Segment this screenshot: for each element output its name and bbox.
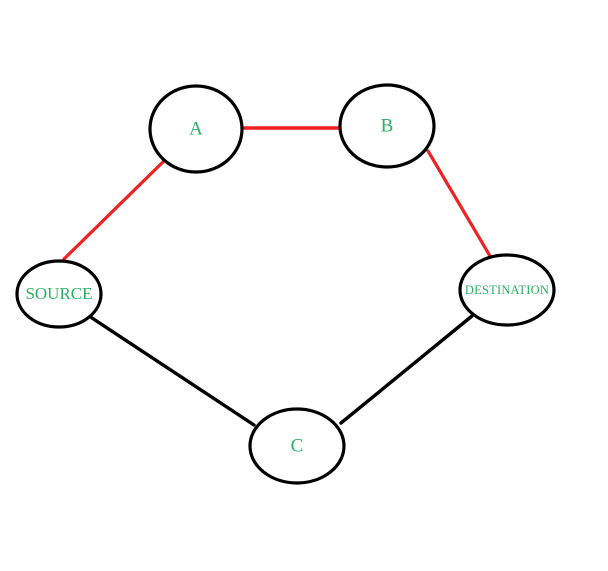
edge-c-destination[interactable] [339,314,474,425]
node-b[interactable]: B [338,83,436,169]
node-source-shape[interactable] [15,259,103,329]
node-source[interactable]: SOURCE [15,259,103,329]
node-c-shape[interactable] [248,407,346,485]
node-destination-shape[interactable] [458,253,556,327]
node-a-shape[interactable] [148,84,244,174]
edge-b-destination[interactable] [426,149,492,258]
edge-source-a[interactable] [62,157,168,261]
node-a[interactable]: A [148,84,244,174]
node-c[interactable]: C [248,407,346,485]
node-layer: SOURCE A B C DESTINATION [15,83,556,485]
node-b-shape[interactable] [338,83,436,169]
node-destination-label: DESTINATION [465,283,549,297]
node-b-label: B [381,115,394,136]
edge-layer [62,126,492,427]
node-source-label: SOURCE [25,284,92,303]
edge-source-c[interactable] [90,316,256,427]
node-a-label: A [189,118,203,139]
node-destination[interactable]: DESTINATION [458,253,556,327]
node-c-label: C [291,435,304,456]
